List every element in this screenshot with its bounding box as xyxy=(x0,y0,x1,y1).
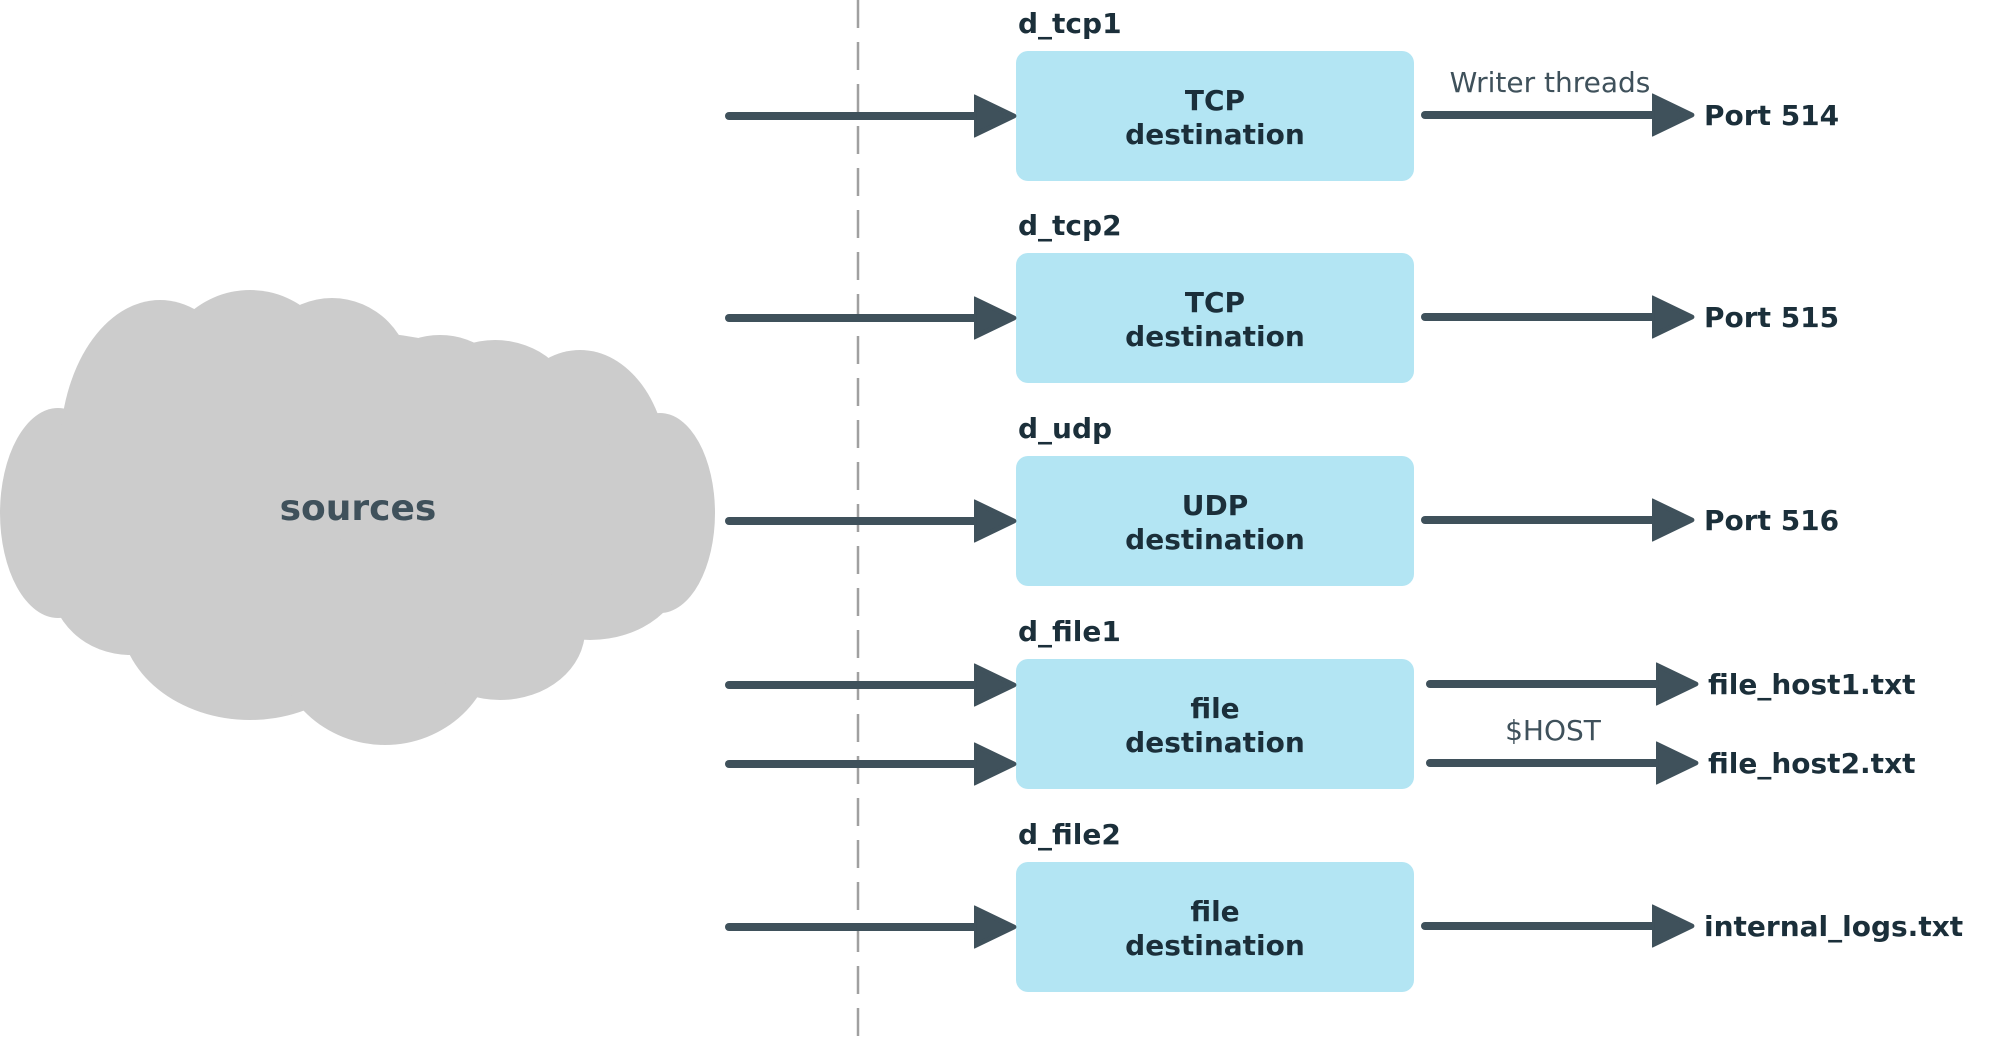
destination-id-label: d_tcp1 xyxy=(1018,7,1122,40)
destination-type-label: file xyxy=(1190,895,1239,928)
destination-box[interactable] xyxy=(1016,456,1414,586)
sources-label: sources xyxy=(280,488,437,529)
destination-id-label: d_tcp2 xyxy=(1018,209,1122,242)
destination-box[interactable] xyxy=(1016,659,1414,789)
arrow-note-label: Writer threads xyxy=(1450,66,1651,99)
destination-id-label: d_file1 xyxy=(1018,615,1121,648)
sources-cloud: sources xyxy=(0,290,715,745)
destination-box[interactable] xyxy=(1016,51,1414,181)
output-target-label: Port 514 xyxy=(1704,99,1839,132)
destination-type-label: UDP xyxy=(1182,489,1249,522)
destination-word-label: destination xyxy=(1125,118,1305,151)
output-target-label: file_host2.txt xyxy=(1708,747,1916,780)
destination-word-label: destination xyxy=(1125,726,1305,759)
arrow-note-label: $HOST xyxy=(1505,714,1602,747)
output-target-label: Port 515 xyxy=(1704,301,1839,334)
output-target-label: internal_logs.txt xyxy=(1704,910,1963,943)
output-target-label: Port 516 xyxy=(1704,504,1839,537)
destination-type-label: TCP xyxy=(1185,286,1245,319)
destination-box[interactable] xyxy=(1016,253,1414,383)
output-target-label: file_host1.txt xyxy=(1708,668,1916,701)
destination-id-label: d_udp xyxy=(1018,412,1112,445)
destination-type-label: file xyxy=(1190,692,1239,725)
destination-word-label: destination xyxy=(1125,523,1305,556)
destination-word-label: destination xyxy=(1125,929,1305,962)
destination-type-label: TCP xyxy=(1185,84,1245,117)
destination-box[interactable] xyxy=(1016,862,1414,992)
destination-id-label: d_file2 xyxy=(1018,818,1121,851)
destination-word-label: destination xyxy=(1125,320,1305,353)
